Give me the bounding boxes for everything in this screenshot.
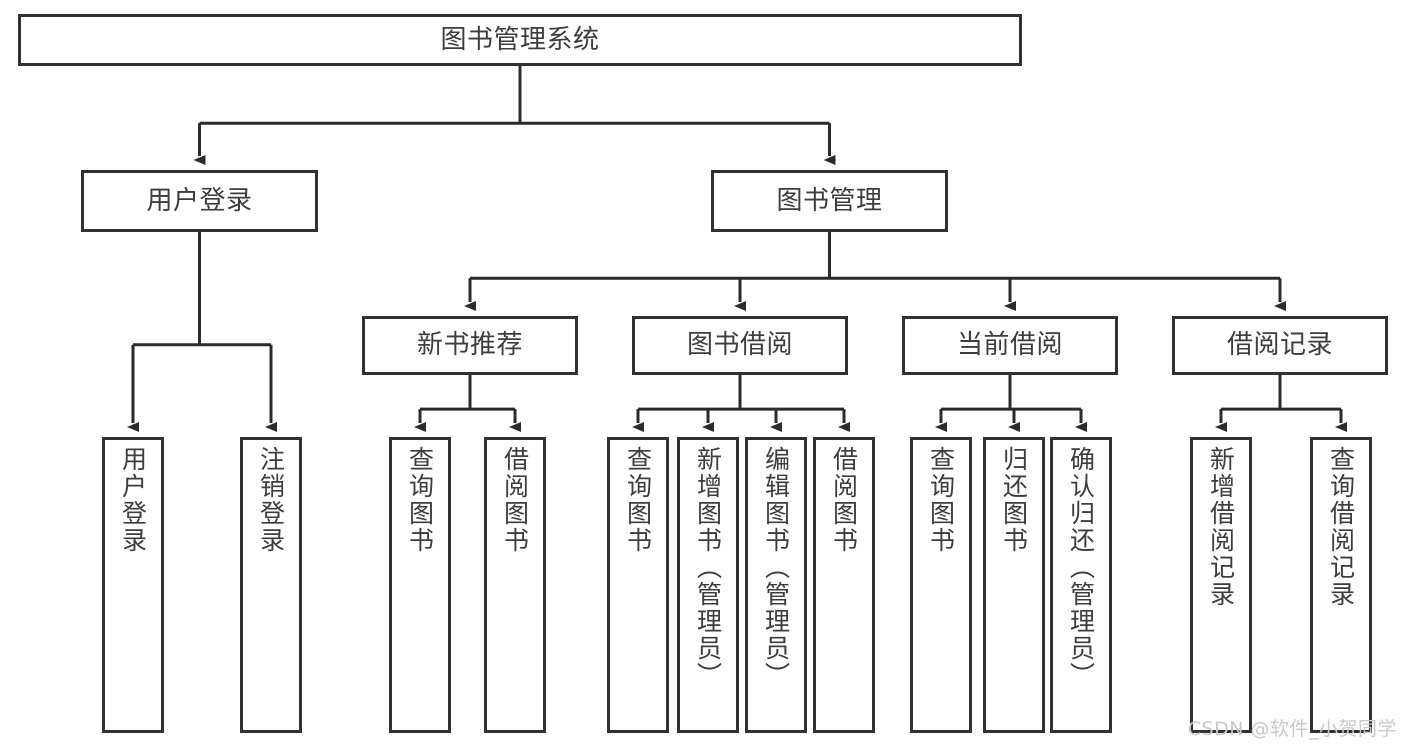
- node-root[interactable]: 图书管理系统: [18, 14, 1022, 66]
- leaf-borrow-book-recommend[interactable]: 借阅图书: [484, 437, 546, 733]
- node-book-borrow[interactable]: 图书借阅: [632, 316, 848, 375]
- leaf-user-login[interactable]: 用户登录: [102, 437, 164, 733]
- node-user-login-label: 用户登录: [146, 185, 253, 216]
- leaf-confirm-return-admin[interactable]: 确认归还（管理员）: [1050, 437, 1112, 733]
- leaf-query-borrow-record[interactable]: 查询借阅记录: [1310, 437, 1372, 733]
- node-book-borrow-label: 图书借阅: [686, 330, 793, 361]
- leaf-return-book[interactable]: 归还图书: [983, 437, 1045, 733]
- watermark: CSDN @软件_小贺同学: [1187, 718, 1397, 740]
- leaf-add-book-admin[interactable]: 新增图书（管理员）: [677, 437, 739, 733]
- leaf-logout[interactable]: 注销登录: [240, 437, 302, 733]
- leaf-query-book-recommend[interactable]: 查询图书: [389, 437, 451, 733]
- leaf-return-book-label: 归还图书: [999, 446, 1029, 554]
- leaf-add-book-admin-label: 新增图书（管理员）: [693, 446, 723, 689]
- leaf-confirm-return-admin-label: 确认归还（管理员）: [1066, 446, 1096, 689]
- leaf-query-book-borrow[interactable]: 查询图书: [607, 437, 669, 733]
- node-borrow-records-label: 借阅记录: [1226, 330, 1333, 361]
- leaf-query-book-recommend-label: 查询图书: [405, 446, 435, 554]
- node-borrow-records[interactable]: 借阅记录: [1172, 316, 1388, 375]
- node-book-management-label: 图书管理: [776, 185, 883, 216]
- leaf-query-borrow-record-label: 查询借阅记录: [1326, 446, 1356, 608]
- leaf-query-book-current-label: 查询图书: [926, 446, 956, 554]
- leaf-edit-book-admin[interactable]: 编辑图书（管理员）: [745, 437, 807, 733]
- node-new-book-recommend-label: 新书推荐: [416, 330, 523, 361]
- node-book-management[interactable]: 图书管理: [711, 170, 948, 232]
- node-root-label: 图书管理系统: [440, 24, 600, 55]
- leaf-add-borrow-record-label: 新增借阅记录: [1206, 446, 1236, 608]
- leaf-query-book-current[interactable]: 查询图书: [910, 437, 972, 733]
- node-current-borrow[interactable]: 当前借阅: [902, 316, 1118, 375]
- node-new-book-recommend[interactable]: 新书推荐: [362, 316, 578, 375]
- leaf-user-login-label: 用户登录: [118, 446, 148, 554]
- leaf-query-book-borrow-label: 查询图书: [623, 446, 653, 554]
- leaf-add-borrow-record[interactable]: 新增借阅记录: [1190, 437, 1252, 733]
- leaf-borrow-book-recommend-label: 借阅图书: [500, 446, 530, 554]
- leaf-borrow-book[interactable]: 借阅图书: [813, 437, 875, 733]
- leaf-edit-book-admin-label: 编辑图书（管理员）: [761, 446, 791, 689]
- leaf-logout-label: 注销登录: [256, 446, 286, 554]
- node-user-login[interactable]: 用户登录: [81, 170, 318, 232]
- node-current-borrow-label: 当前借阅: [956, 330, 1063, 361]
- leaf-borrow-book-label: 借阅图书: [829, 446, 859, 554]
